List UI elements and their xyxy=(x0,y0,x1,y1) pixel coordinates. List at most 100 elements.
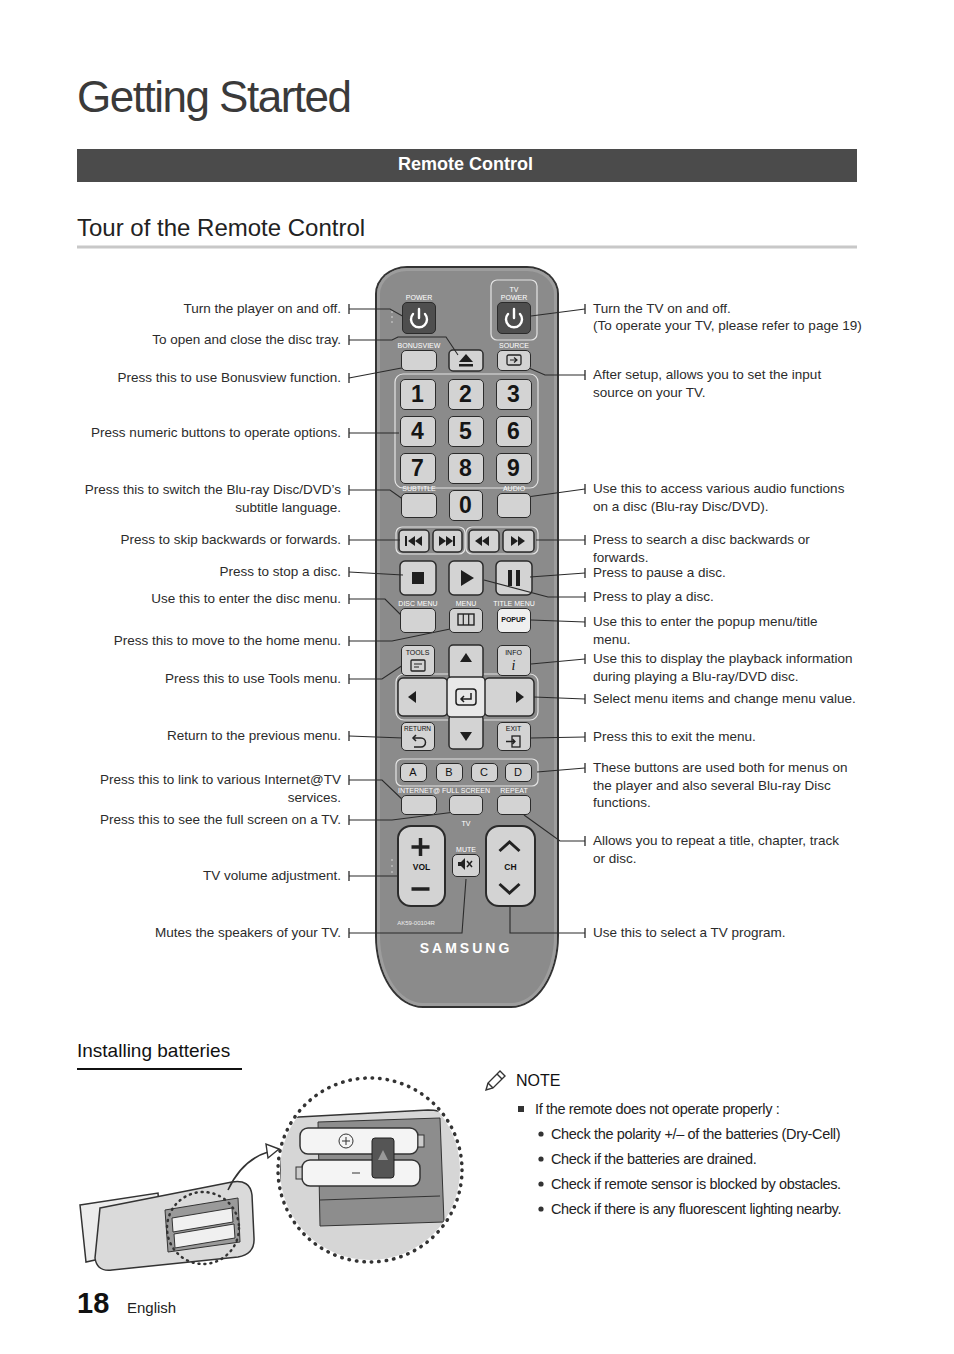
enter-icon xyxy=(461,693,471,702)
button-icon xyxy=(458,858,465,870)
remote-text: TV xyxy=(462,820,471,828)
leader-paths xyxy=(349,309,585,933)
button-icons xyxy=(459,354,473,362)
button-icons xyxy=(475,536,482,546)
button-icon xyxy=(412,887,430,891)
panel-outlines xyxy=(466,527,538,554)
remote-button: INFOi xyxy=(497,645,531,676)
leader-paths xyxy=(484,580,585,597)
number-button: 9 xyxy=(496,453,532,484)
callout-text: Press to stop a disc. xyxy=(219,563,341,580)
color-button: A xyxy=(400,763,427,782)
button-icons xyxy=(518,536,525,546)
note-icon xyxy=(486,1071,505,1090)
button-icons xyxy=(460,653,472,662)
page-number: 18 xyxy=(77,1285,109,1322)
remote-button: AUDIO xyxy=(497,493,531,518)
leader-ticks xyxy=(584,304,585,938)
button-caption: MENU xyxy=(456,600,477,608)
leader-paths xyxy=(349,432,399,433)
section-heading: Tour of the Remote Control xyxy=(77,213,365,243)
number-button: 8 xyxy=(448,453,484,484)
leader-paths xyxy=(527,489,585,497)
note-item: Check the polarity +/– of the batteries … xyxy=(551,1125,840,1143)
icon-buttons xyxy=(449,561,483,595)
leader-paths xyxy=(531,309,585,316)
button-text: 7 xyxy=(411,455,424,481)
button-icon xyxy=(510,358,517,363)
battery-illustration xyxy=(165,1198,240,1252)
panel-outlines xyxy=(396,527,465,554)
button-text: Remote Control xyxy=(398,154,533,175)
leader-paths xyxy=(536,539,585,540)
heading-rule xyxy=(77,1068,242,1070)
battery-illustration xyxy=(378,1150,388,1160)
number-button: 0 xyxy=(449,490,483,521)
leader-paths xyxy=(349,780,405,802)
leader-paths xyxy=(537,768,585,772)
callout-text: Turn the player on and off. xyxy=(183,300,341,317)
battery-illustration xyxy=(320,1196,440,1200)
button-text: EXIT xyxy=(506,724,522,732)
icon-buttons xyxy=(399,530,429,552)
panel-outlines xyxy=(396,674,538,720)
leader-paths xyxy=(531,659,585,664)
button-caption: POWER xyxy=(406,294,432,302)
button-icon xyxy=(412,838,430,856)
callout-text: (To operate your TV, please refer to pag… xyxy=(593,317,862,334)
button-icons xyxy=(460,732,472,741)
button-text: VOL xyxy=(413,863,430,873)
remote-button: FULL SCREEN xyxy=(449,795,483,815)
remote-button: SUBTITLE xyxy=(401,493,437,518)
icon-buttons xyxy=(449,350,483,371)
battery-illustration xyxy=(300,1128,418,1154)
leader-paths xyxy=(349,490,404,500)
panel-outlines xyxy=(395,280,538,786)
color-button: C xyxy=(471,763,498,782)
button-text: A xyxy=(409,766,416,779)
color-button: B xyxy=(436,763,463,782)
panel-outlines xyxy=(491,280,537,340)
callout-text: Return to the previous menu. xyxy=(167,727,341,744)
remote-button: MUTE xyxy=(452,854,480,877)
button-caption: FULL SCREEN xyxy=(442,787,490,795)
remote-sensor-dots xyxy=(391,316,393,318)
leader-paths xyxy=(349,736,403,738)
remote-sensor-dots xyxy=(391,311,393,873)
bullets xyxy=(518,1106,544,1212)
icon-buttons xyxy=(496,561,532,595)
button-icon xyxy=(414,664,422,667)
button-text: D xyxy=(514,766,522,779)
button-caption: TITLE MENU xyxy=(493,600,535,608)
button-caption: INTERNET@ xyxy=(398,787,440,795)
remote-button: TITLE MENUPOPUP xyxy=(497,608,531,633)
callout-text: TV volume adjustment. xyxy=(203,867,341,884)
number-button: 1 xyxy=(400,379,436,410)
leader-paths xyxy=(349,599,404,618)
page-title: Getting Started xyxy=(77,72,350,123)
battery-illustration xyxy=(228,1152,268,1190)
button-text: i xyxy=(512,657,516,673)
note-heading: NOTE xyxy=(516,1071,560,1091)
leader-paths xyxy=(522,365,585,375)
callout-text: Allows you to repeat a title, chapter, t… xyxy=(593,832,851,866)
battery-illustration xyxy=(270,1070,470,1275)
button-text: 9 xyxy=(507,455,520,481)
button-text: 2 xyxy=(459,381,472,407)
button-caption: REPEAT xyxy=(500,787,528,795)
note-icon xyxy=(486,1071,505,1090)
number-button: 7 xyxy=(400,453,436,484)
button-icons xyxy=(405,354,525,741)
remote-button: POWER xyxy=(402,302,436,334)
callout-text: Press to skip backwards or forwards. xyxy=(120,531,341,548)
button-text: 8 xyxy=(459,455,472,481)
button-caption: SUBTITLE xyxy=(402,485,435,493)
leader-paths xyxy=(349,539,400,540)
remote-sensor-dots xyxy=(391,871,393,873)
leader-ticks xyxy=(348,304,349,938)
callout-text: Press this to move to the home menu. xyxy=(114,632,341,649)
icon-buttons xyxy=(449,715,483,749)
callout-text: Press this to link to various Internet@T… xyxy=(93,771,341,805)
